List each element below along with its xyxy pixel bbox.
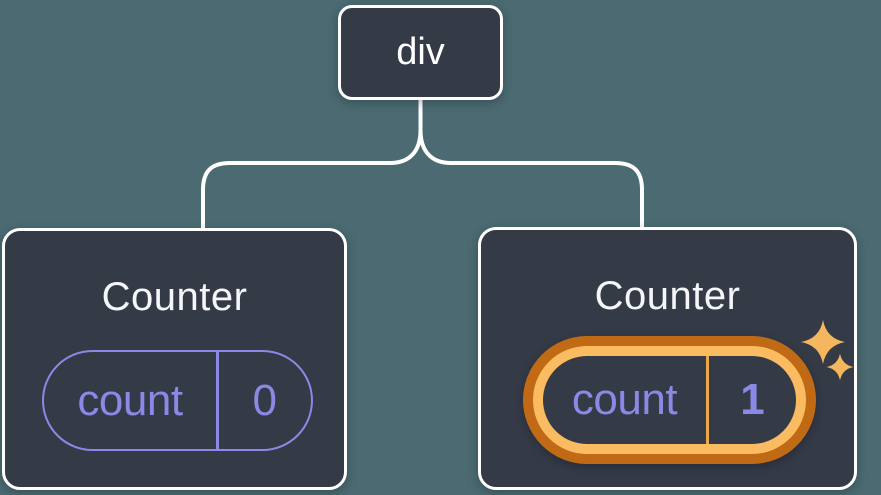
state-pill: count 0 (42, 350, 313, 451)
connector-root-to-left-counter (201, 99, 423, 232)
state-pill-inner: count 1 (543, 356, 796, 444)
counter-title: Counter (594, 274, 741, 318)
state-pill-divider (706, 356, 709, 444)
connector-root-to-right-counter (418, 99, 644, 231)
state-value: 0 (252, 375, 277, 425)
counter-card-left: Counter count 0 (2, 228, 347, 490)
root-node-div: div (338, 5, 503, 100)
counter-card-right: Counter count 1 (478, 227, 857, 490)
state-pill-divider (216, 352, 219, 449)
state-pill-highlighted: count 1 (523, 336, 816, 464)
root-node-label: div (396, 31, 445, 73)
counter-title: Counter (101, 275, 248, 319)
state-value: 1 (740, 375, 765, 424)
state-key-label: count (77, 375, 183, 425)
state-key-label: count (571, 375, 678, 424)
